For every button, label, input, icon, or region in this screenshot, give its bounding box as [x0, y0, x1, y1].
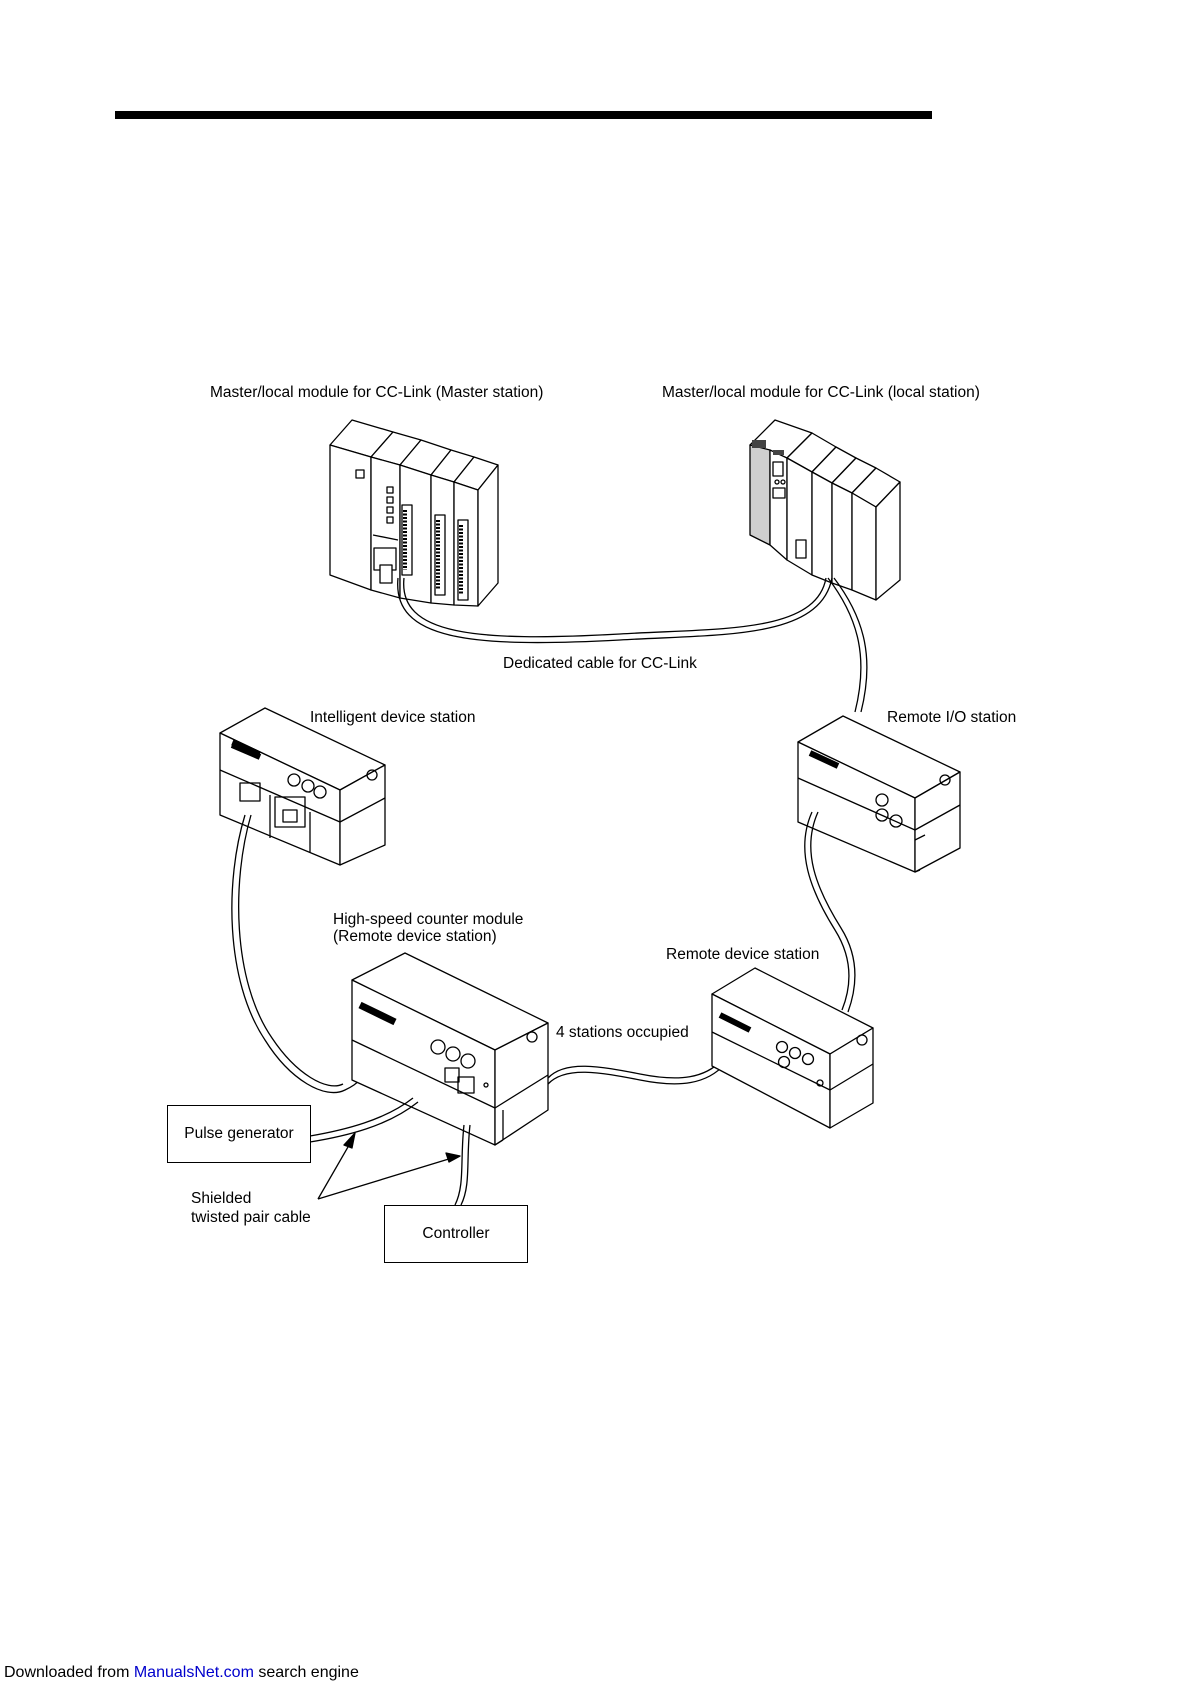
pulse-generator-label: Pulse generator: [184, 1125, 294, 1142]
top-rule: [115, 111, 932, 119]
shielded-label-line2: twisted pair cable: [191, 1209, 311, 1226]
remote-io-module: [797, 715, 961, 873]
hs-counter-label-line2: (Remote device station): [333, 928, 497, 945]
master-station-plc: [329, 419, 499, 607]
shielded-cable-arrows: [317, 1132, 461, 1200]
shielded-label-line1: Shielded: [191, 1190, 252, 1207]
remote-io-label: Remote I/O station: [887, 709, 1017, 726]
master-station-label: Master/local module for CC-Link (Master …: [210, 384, 544, 401]
intelligent-device-label: Intelligent device station: [310, 709, 476, 726]
local-station-plc: [749, 419, 901, 601]
dedicated-cable: [397, 577, 833, 644]
footer: Downloaded from ManualsNet.com search en…: [4, 1664, 359, 1682]
local-station-label: Master/local module for CC-Link (local s…: [662, 384, 980, 401]
stations-occupied-label: 4 stations occupied: [556, 1024, 689, 1041]
controller-label: Controller: [422, 1225, 490, 1242]
controller-box: Controller: [384, 1205, 528, 1263]
dedicated-cable-label: Dedicated cable for CC-Link: [503, 655, 697, 672]
hs-counter-label-line1: High-speed counter module: [333, 911, 524, 928]
footer-prefix: Downloaded from: [4, 1664, 134, 1681]
remote-device-module: [711, 967, 874, 1129]
intelligent-device-module: [219, 707, 386, 866]
footer-link[interactable]: ManualsNet.com: [133, 1664, 254, 1681]
pulse-generator-box: Pulse generator: [167, 1105, 311, 1163]
high-speed-counter-module: [351, 952, 549, 1146]
remote-device-label: Remote device station: [666, 946, 820, 963]
footer-suffix: search engine: [253, 1664, 359, 1681]
